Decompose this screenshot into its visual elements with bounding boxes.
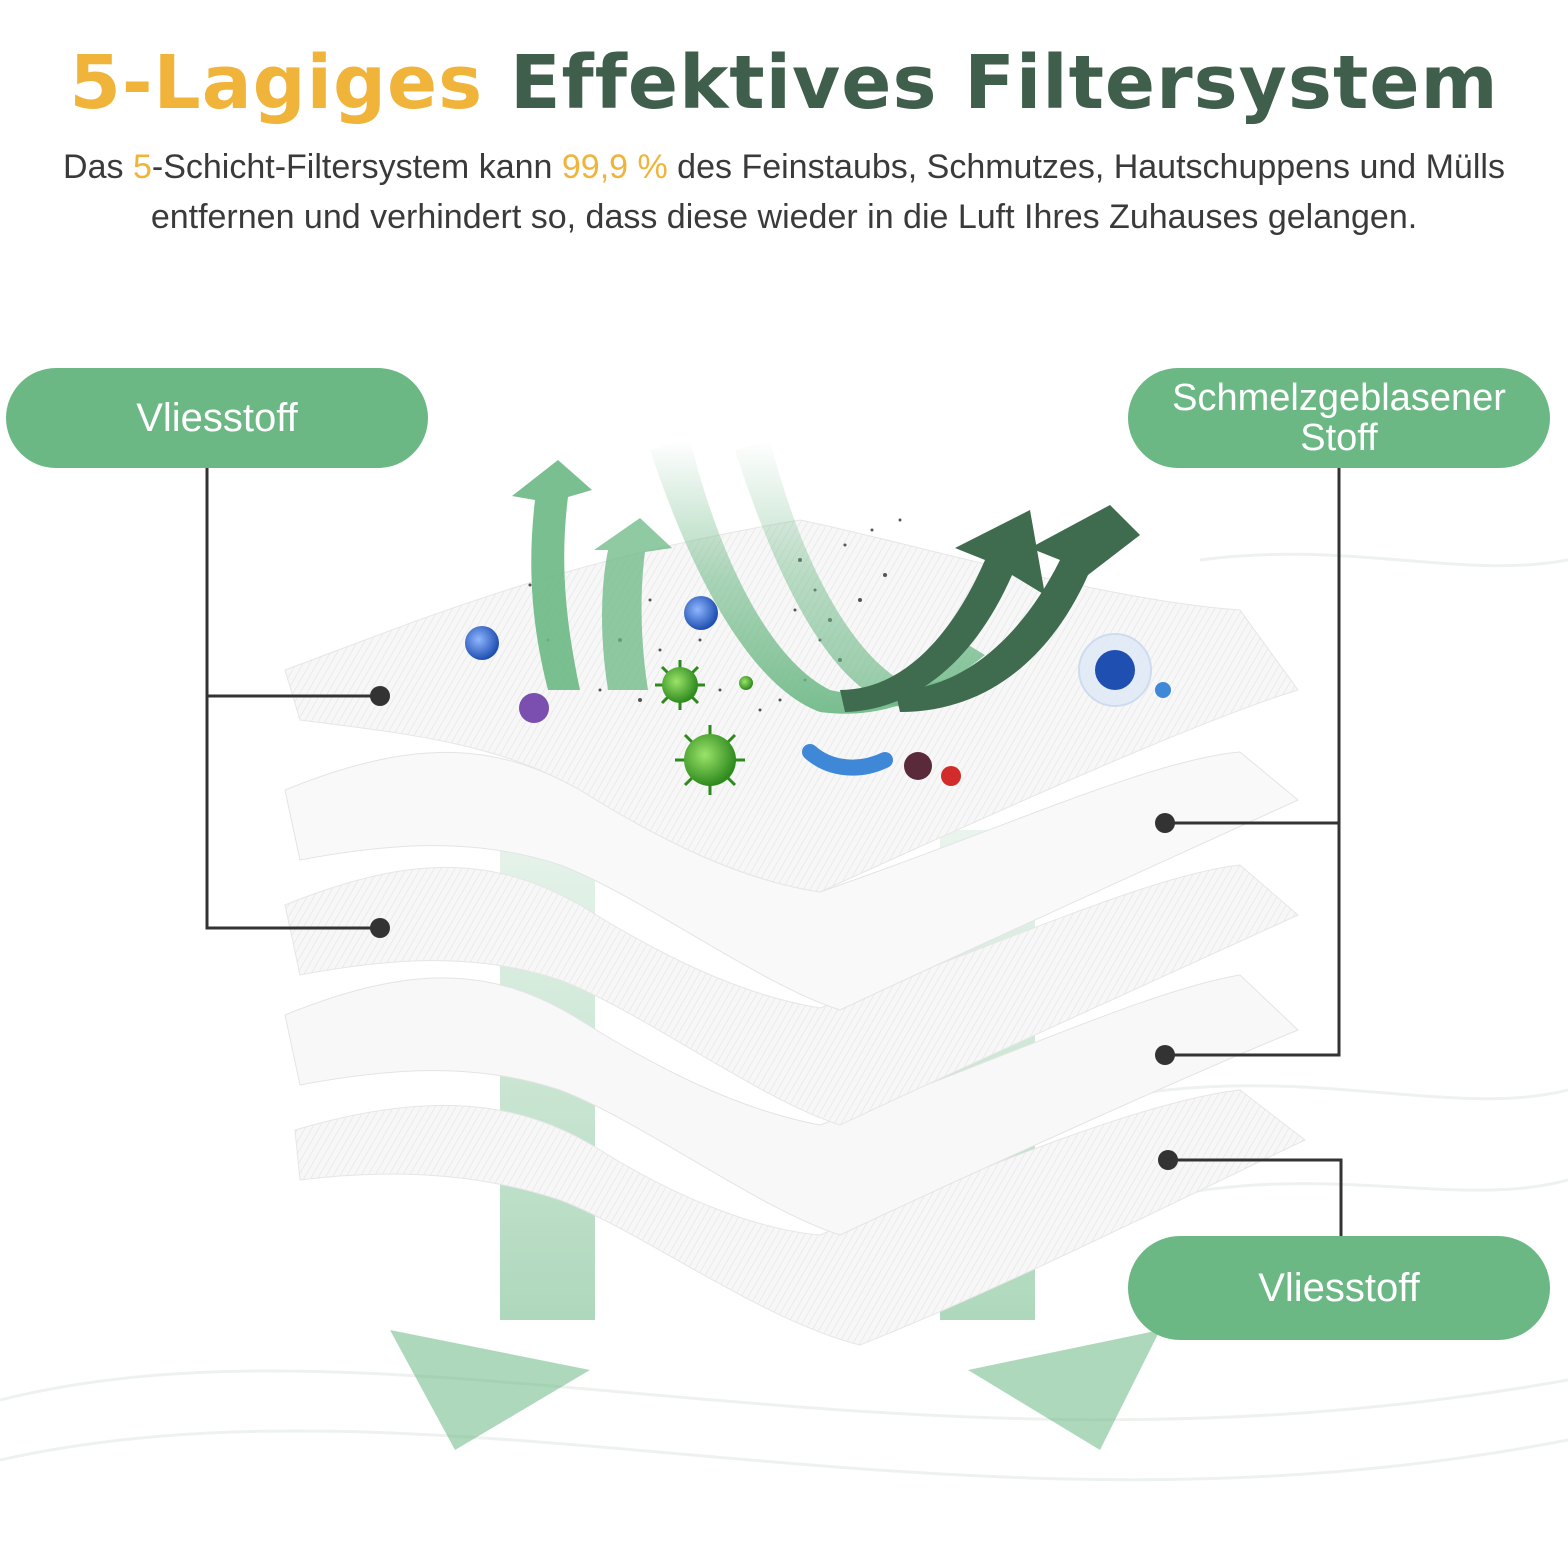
- subtitle-percentage: 99,9 %: [561, 148, 668, 186]
- subtitle-pre: Das: [63, 148, 133, 186]
- background-swirls: [0, 552, 1568, 1482]
- connector-dot: [1155, 813, 1175, 833]
- connector-left: [205, 468, 380, 930]
- connector-dot: [1158, 1150, 1178, 1170]
- connector-dot: [1155, 1045, 1175, 1065]
- virus-icon: [655, 660, 753, 795]
- filter-layer-3: [284, 864, 1299, 1126]
- label-meltblown: Schmelzgeblasener Stoff: [1128, 368, 1550, 468]
- connector-right-top: [1165, 468, 1341, 1057]
- label-meltblown-line2: Stoff: [1300, 417, 1378, 459]
- subtitle-layer-count: 5: [132, 148, 152, 186]
- connector-dot: [370, 918, 390, 938]
- connector-dot: [370, 686, 390, 706]
- label-nonwoven-top: Vliesstoff: [6, 368, 428, 468]
- connector-right-bottom: [1168, 1158, 1343, 1236]
- filter-layer-4: [284, 974, 1299, 1236]
- label-nonwoven-bottom: Vliesstoff: [1128, 1236, 1550, 1340]
- curved-arrow-out-icon: [840, 505, 1140, 712]
- label-meltblown-line1: Schmelzgeblasener: [1172, 377, 1506, 419]
- page-title: 5-Lagiges Effektives Filtersystem: [0, 38, 1568, 128]
- subtitle-mid: -Schicht-Filtersystem kann: [151, 148, 562, 186]
- filter-layer-5: [294, 1089, 1306, 1346]
- title-accent: 5-Lagiges: [69, 40, 484, 126]
- subtitle-post: des Feinstaubs, Schmutzes, Hautschuppens…: [150, 148, 1505, 236]
- title-main: Effektives Filtersystem: [509, 40, 1499, 126]
- page-subtitle: Das 5-Schicht-Filtersystem kann 99,9 % d…: [40, 142, 1528, 242]
- incoming-air-stream: [650, 440, 1030, 714]
- bacteria-icon: [465, 596, 1171, 786]
- curved-arrow-up-icon: [512, 460, 672, 690]
